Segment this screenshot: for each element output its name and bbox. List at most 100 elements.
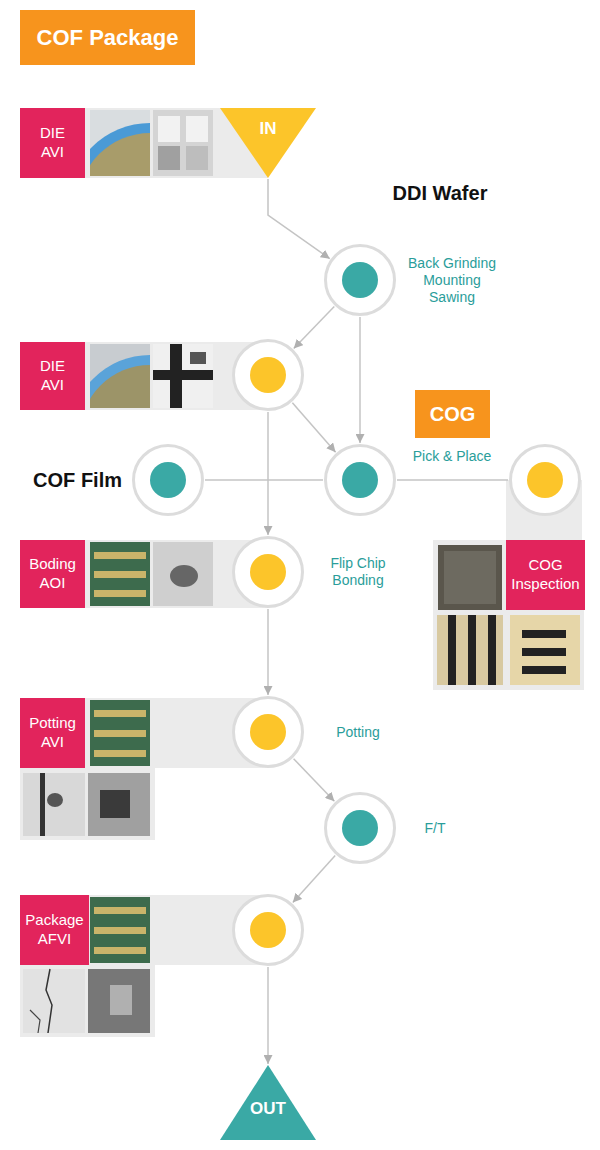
inspection-box: Boding AOI (20, 540, 85, 608)
photo (153, 110, 213, 176)
circle-ring (326, 246, 395, 315)
step-label: Back Grinding Mounting Sawing (402, 255, 502, 305)
circle-core (150, 462, 186, 498)
circle-core (527, 462, 563, 498)
flow-connector (294, 307, 335, 349)
inspection-box: Package AFVI (20, 895, 89, 965)
photo (510, 615, 580, 685)
inspection-circle: Potting (232, 696, 304, 768)
box-label: COG Inspection (511, 556, 579, 594)
photo (88, 773, 150, 836)
circle-shape (232, 894, 304, 966)
lead (94, 730, 146, 737)
circle-core (250, 714, 286, 750)
circle-shape (232, 536, 304, 608)
category-tag: COG (415, 390, 490, 438)
lead (94, 927, 146, 934)
trace (448, 615, 456, 685)
inspection-box: Potting AVI (20, 698, 85, 768)
flow-connector (292, 403, 335, 452)
die-pattern (158, 146, 180, 170)
step-label: COF Film (33, 468, 122, 492)
edge-line (40, 773, 45, 836)
circle-shape (324, 244, 396, 316)
lead (94, 571, 146, 578)
box-label: Potting AVI (29, 714, 76, 752)
die-street (153, 370, 213, 380)
circle-ring (234, 698, 303, 767)
trace (522, 648, 566, 656)
circle-core (342, 462, 378, 498)
box-label: Boding AOI (29, 555, 76, 593)
lead (94, 907, 146, 914)
triangle (220, 1065, 316, 1140)
circle-shape (324, 444, 396, 516)
circle-shape (509, 444, 581, 516)
wafer-ring (90, 123, 150, 176)
lead (94, 947, 146, 954)
circle-ring (326, 794, 395, 863)
band (20, 540, 268, 608)
photo (90, 542, 150, 606)
triangle (220, 108, 316, 178)
inspection-circle (232, 339, 304, 411)
lead (94, 750, 146, 757)
die-pattern (186, 146, 208, 170)
box-label: Package AFVI (25, 911, 83, 949)
inspection-circle (232, 894, 304, 966)
box-label: DIE AVI (40, 357, 65, 395)
photo (90, 897, 150, 963)
trace (522, 630, 566, 638)
wafer (90, 133, 150, 176)
process-circle: Back Grinding Mounting Sawing (324, 244, 396, 316)
inspection-box: DIE AVI (20, 108, 85, 178)
circle-core (250, 912, 286, 948)
photo (438, 545, 502, 610)
process-circle: Pick & Place (324, 444, 396, 516)
box-label: COG (430, 402, 476, 427)
circle-shape (232, 696, 304, 768)
pattern (110, 985, 132, 1015)
lead (94, 710, 146, 717)
die-pad (190, 352, 206, 364)
flow-connector (205, 479, 323, 481)
die-pattern (186, 116, 208, 142)
circle-core (250, 554, 286, 590)
circle-shape (232, 339, 304, 411)
section-label: DDI Wafer (393, 182, 488, 205)
photo (90, 700, 150, 766)
io-label: OUT (250, 1098, 286, 1119)
triangle-shape (220, 108, 316, 178)
lead (94, 552, 146, 559)
inspection-box: DIE AVI (20, 342, 85, 410)
flow-connector (267, 967, 269, 1064)
inspection-box: COG Inspection (506, 540, 585, 610)
wafer-ring (90, 355, 150, 408)
die-pattern (158, 116, 180, 142)
step-label: Flip Chip Bonding (318, 555, 398, 589)
circle-ring (511, 446, 580, 515)
circle-shape (324, 792, 396, 864)
circle-core (250, 357, 286, 393)
photo (88, 969, 150, 1033)
box-label: DIE AVI (40, 124, 65, 162)
band (20, 895, 268, 965)
flow-connector (397, 479, 508, 481)
title: COF Package (37, 25, 179, 51)
step-label: Potting (336, 724, 380, 741)
defect (170, 565, 198, 587)
process-circle: F/T (324, 792, 396, 864)
band (20, 698, 268, 768)
circle-core (342, 810, 378, 846)
title-banner: COF Package (20, 10, 195, 65)
circle-shape (132, 444, 204, 516)
trace (488, 615, 496, 685)
photo (153, 344, 213, 408)
input-triangle: IN (220, 108, 316, 178)
trace (522, 666, 566, 674)
circle-ring (134, 446, 203, 515)
band (20, 965, 155, 1037)
chip (444, 551, 496, 604)
circle-core (342, 262, 378, 298)
crack (30, 1010, 40, 1033)
